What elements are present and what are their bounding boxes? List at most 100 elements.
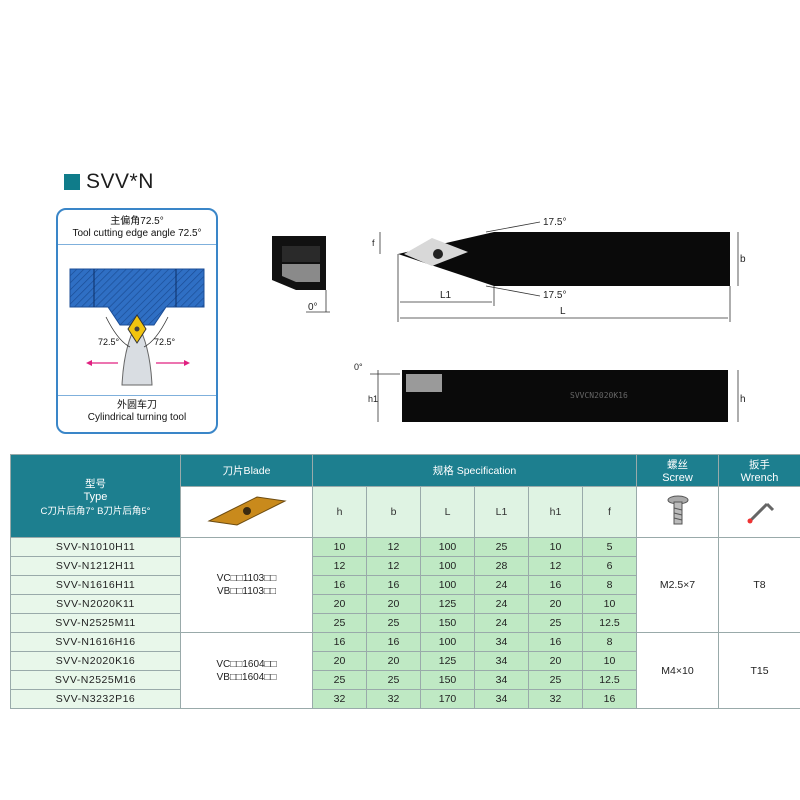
spec-col-h1: h1 [528, 486, 583, 538]
spec-table-body: SVV-N1010H11 VC□□1103□□ VB□□1103□□ 10 12… [10, 537, 800, 709]
value-cell: 20 [366, 594, 421, 614]
dim-f-label: f [372, 238, 375, 248]
value-cell: 5 [582, 537, 637, 557]
col-header-spec: 规格 Specification [312, 454, 637, 487]
blade-cell: VC□□1604□□ VB□□1604□□ [180, 632, 313, 709]
value-cell: 12 [528, 556, 583, 576]
spec-col-b: b [366, 486, 421, 538]
value-cell: 8 [582, 632, 637, 652]
workpiece-shape [69, 268, 205, 326]
wrench-cell: T15 [718, 632, 800, 709]
value-cell: 10 [582, 651, 637, 671]
value-cell: 24 [474, 613, 529, 633]
technical-drawing: 0° 17.5° 17.5° f b L1 L SVVCN2020K16 0° … [272, 217, 746, 422]
col-screw-cn: 螺丝 [667, 459, 688, 471]
value-cell: 25 [312, 613, 367, 633]
model-cell: SVV-N2525M16 [10, 670, 181, 690]
col-header-blade: 刀片Blade [180, 454, 313, 487]
value-cell: 25 [366, 670, 421, 690]
spec-col-l1: L1 [474, 486, 529, 538]
table-row: SVV-N2020K11 20 20 125 24 20 10 [10, 594, 800, 614]
value-cell: 10 [528, 537, 583, 557]
value-cell: 16 [582, 689, 637, 709]
spec-col-f: f [582, 486, 637, 538]
heading-square-icon [64, 174, 80, 190]
value-cell: 150 [420, 613, 475, 633]
value-cell: 25 [528, 670, 583, 690]
value-cell: 25 [474, 537, 529, 557]
value-cell: 24 [474, 575, 529, 595]
dim-l-label: L [560, 306, 566, 317]
value-cell: 20 [528, 651, 583, 671]
col-spec-en: Specification [456, 465, 517, 477]
value-cell: 16 [366, 632, 421, 652]
angle-top-label: 17.5° [543, 217, 566, 228]
value-cell: 16 [528, 575, 583, 595]
value-cell: 34 [474, 632, 529, 652]
holder-side-view [370, 370, 739, 422]
value-cell: 16 [528, 632, 583, 652]
model-cell: SVV-N2020K11 [10, 594, 181, 614]
value-cell: 12 [312, 556, 367, 576]
value-cell: 20 [312, 594, 367, 614]
model-cell: SVV-N3232P16 [10, 689, 181, 709]
value-cell: 25 [528, 613, 583, 633]
heading-title: SVV*N [86, 170, 154, 193]
model-cell: SVV-N2020K16 [10, 651, 181, 671]
value-cell: 25 [366, 613, 421, 633]
table-row: SVV-N2525M16 25 25 150 34 25 12.5 [10, 670, 800, 690]
value-cell: 10 [582, 594, 637, 614]
value-cell: 6 [582, 556, 637, 576]
blade-code-line1: VC□□1103□□ [216, 573, 277, 584]
tool-info-card: 主偏角72.5° Tool cutting edge angle 72.5° 7… [56, 208, 218, 434]
value-cell: 8 [582, 575, 637, 595]
dim-b-label: b [740, 254, 746, 265]
model-cell: SVV-N1616H11 [10, 575, 181, 595]
model-cell: SVV-N1616H16 [10, 632, 181, 652]
value-cell: 16 [366, 575, 421, 595]
angle-zero-side: 0° [354, 362, 363, 372]
table-row: SVV-N2020K16 20 20 125 34 20 10 [10, 651, 800, 671]
wrench-image [718, 486, 800, 538]
value-cell: 25 [312, 670, 367, 690]
value-cell: 20 [528, 594, 583, 614]
card-title-en: Tool cutting edge angle 72.5° [72, 228, 202, 239]
screw-icon [667, 495, 688, 524]
value-cell: 12.5 [582, 670, 637, 690]
holder-engraving: SVVCN2020K16 [570, 391, 628, 400]
value-cell: 10 [312, 537, 367, 557]
col-type-note: C刀片后角7° B刀片后角5° [40, 505, 151, 517]
blade-insert-image [180, 486, 313, 538]
value-cell: 125 [420, 594, 475, 614]
value-cell: 16 [312, 575, 367, 595]
angle-left-label: 72.5° [98, 337, 120, 347]
value-cell: 20 [366, 651, 421, 671]
value-cell: 12.5 [582, 613, 637, 633]
table-row: SVV-N1212H11 12 12 100 28 12 6 [10, 556, 800, 576]
model-cell: SVV-N2525M11 [10, 613, 181, 633]
value-cell: 20 [312, 651, 367, 671]
value-cell: 170 [420, 689, 475, 709]
value-cell: 100 [420, 632, 475, 652]
card-title-cn: 主偏角72.5° [110, 216, 164, 227]
blade-code-line1: VC□□1604□□ [216, 658, 277, 670]
value-cell: 12 [366, 556, 421, 576]
col-wrench-cn: 扳手 [749, 459, 770, 471]
card-caption-cn: 外圆车刀 [117, 400, 157, 411]
blade-code-line2: VB□□1604□□ [216, 671, 277, 683]
col-screw-en: Screw [662, 472, 693, 484]
col-type-cn: 型号 [85, 477, 106, 490]
table-row: SVV-N3232P16 32 32 170 34 32 16 [10, 689, 800, 709]
card-caption-en: Cylindrical turning tool [87, 412, 187, 423]
value-cell: 16 [312, 632, 367, 652]
screw-image [636, 486, 719, 538]
value-cell: 34 [474, 651, 529, 671]
blade-cell: VC□□1103□□ VB□□1103□□ [180, 537, 313, 633]
value-cell: 24 [474, 594, 529, 614]
value-cell: 150 [420, 670, 475, 690]
col-wrench-en: Wrench [740, 472, 779, 484]
holder-top-view [379, 221, 739, 322]
value-cell: 32 [312, 689, 367, 709]
value-cell: 100 [420, 556, 475, 576]
col-header-type: 型号 Type C刀片后角7° B刀片后角5° [10, 454, 181, 538]
